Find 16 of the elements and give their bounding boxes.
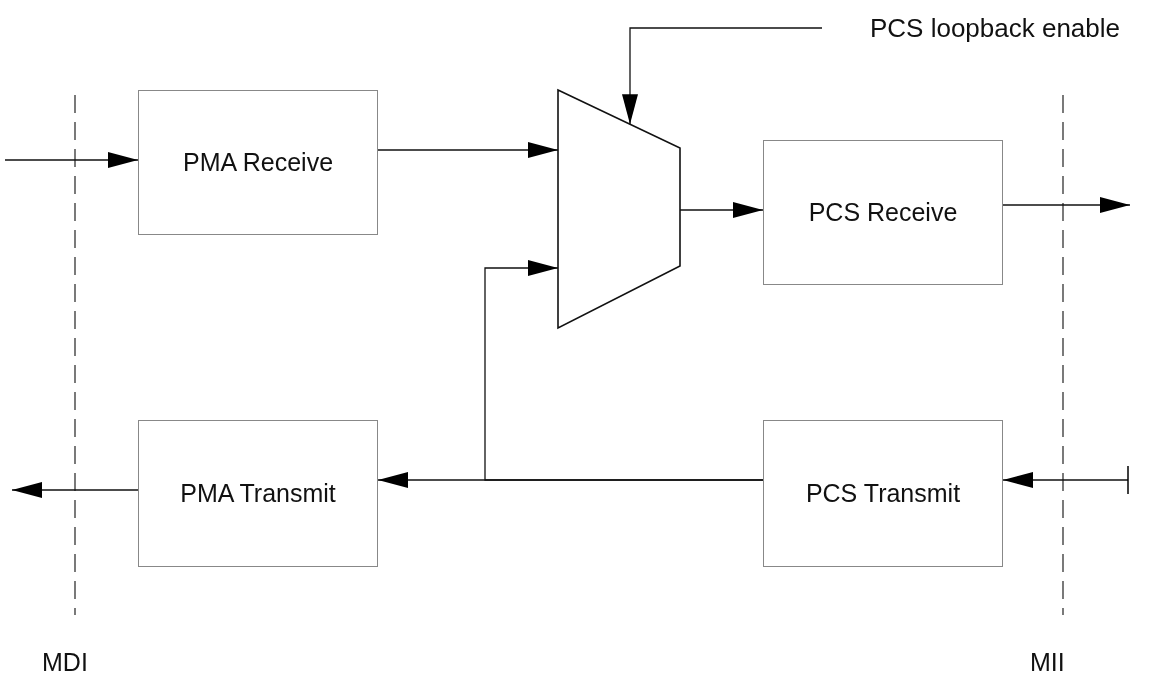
arrow xyxy=(1002,197,1131,213)
arrow xyxy=(1002,465,1129,495)
arrow xyxy=(484,260,764,481)
arrow xyxy=(4,152,139,168)
arrow xyxy=(679,202,764,218)
signal-label: PCS loopback enable xyxy=(868,12,1122,44)
arrow xyxy=(622,27,823,125)
process-box xyxy=(763,140,1003,285)
interface-label: MDI xyxy=(42,648,88,677)
process-box xyxy=(138,90,378,235)
arrow xyxy=(11,482,139,498)
interface-label: MII xyxy=(1030,648,1065,677)
arrow xyxy=(377,142,559,158)
process-box xyxy=(138,420,378,567)
process-box xyxy=(763,420,1003,567)
multiplexer-shape xyxy=(558,90,680,328)
